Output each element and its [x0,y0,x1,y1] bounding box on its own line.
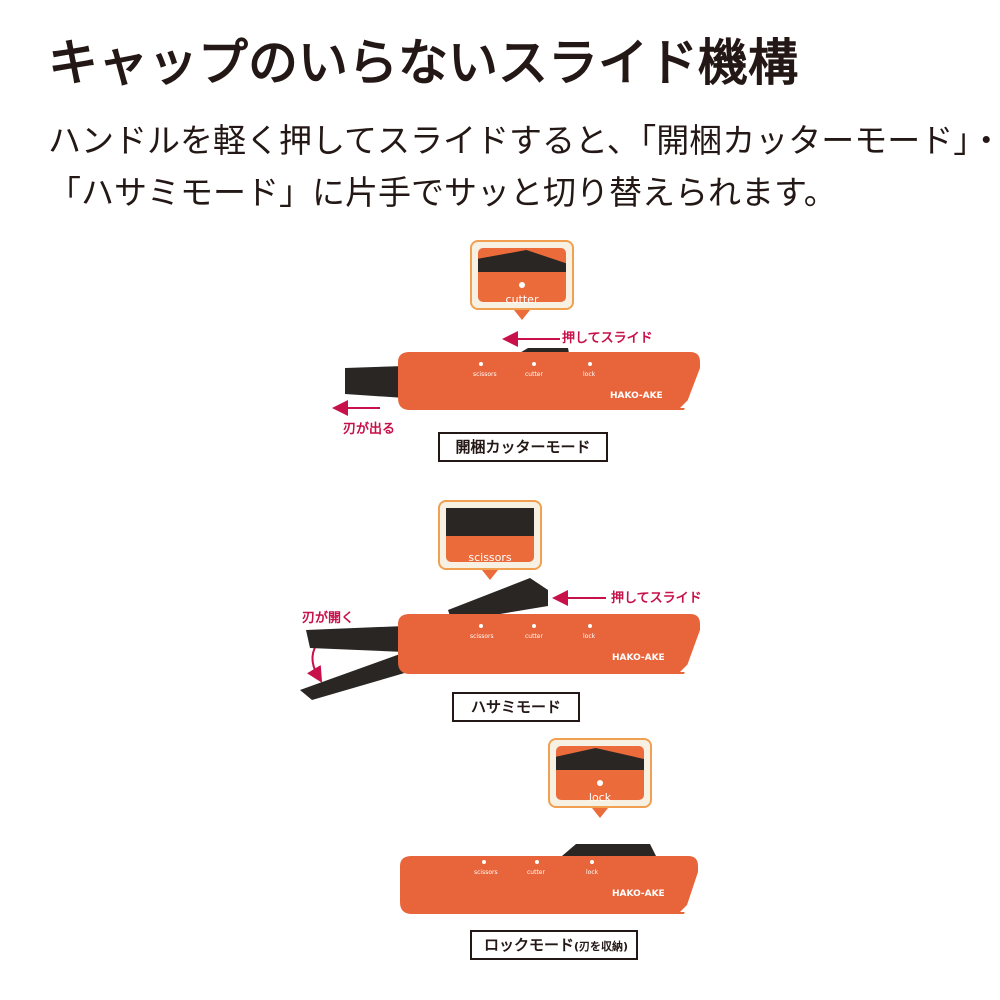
zoom-blade [446,508,534,536]
cutter-zoom-callout: cutter [470,240,574,310]
slide-annotation: 押してスライド [562,331,653,346]
lower-blade [300,654,408,700]
blade-annotation: 刃が出る [343,422,396,437]
lock-zoom-callout: lock [548,738,652,808]
mode-caption: ロックモード(刃を収納) [470,930,638,960]
scissors-zoom-callout: scissors [438,500,542,570]
zoom-label: cutter [505,293,539,306]
slide-handle [562,844,656,856]
brand-mark: HAKO-AKE [612,889,665,899]
brand-mark: HAKO-AKE [610,391,663,401]
mode-caption: ハサミモード [452,692,580,722]
blade-annotation: 刃が開く [302,611,355,626]
corner-notch [680,898,694,912]
description-line-1: ハンドルを軽く押してスライドすると、「開梱カッターモード」・ [48,121,1000,160]
mark-cutter: cutter [525,371,543,378]
mark-scissors: scissors [474,869,498,876]
corner-notch [680,392,696,408]
corner-notch [680,656,696,672]
cutter-body [398,352,700,410]
caption-note: (刃を収納) [574,940,629,953]
slide-annotation: 押してスライド [611,591,702,606]
zoom-label: lock [588,791,612,804]
mark-lock: lock [586,869,599,876]
mark-cutter: cutter [525,633,543,640]
mark-scissors: scissors [473,371,497,378]
slider-dot [519,282,525,288]
upper-blade [306,626,405,652]
mark-scissors: scissors [470,633,494,640]
mode-caption: 開梱カッターモード [438,432,608,462]
lock-body [400,856,698,914]
slider-dot [597,780,603,786]
description-line-2: 「ハサミモード」に片手でサッと切り替えられます。 [48,173,837,212]
scissors-body [398,614,700,674]
mark-lock: lock [583,371,596,378]
zoom-label: scissors [468,551,512,564]
brand-mark: HAKO-AKE [612,653,665,663]
mark-lock: lock [583,633,596,640]
cutter-blade [345,366,405,398]
page-title: キャップのいらないスライド機構 [48,34,798,92]
slide-handle [448,578,548,622]
caption-main: ロックモード [484,936,575,954]
mark-cutter: cutter [527,869,545,876]
